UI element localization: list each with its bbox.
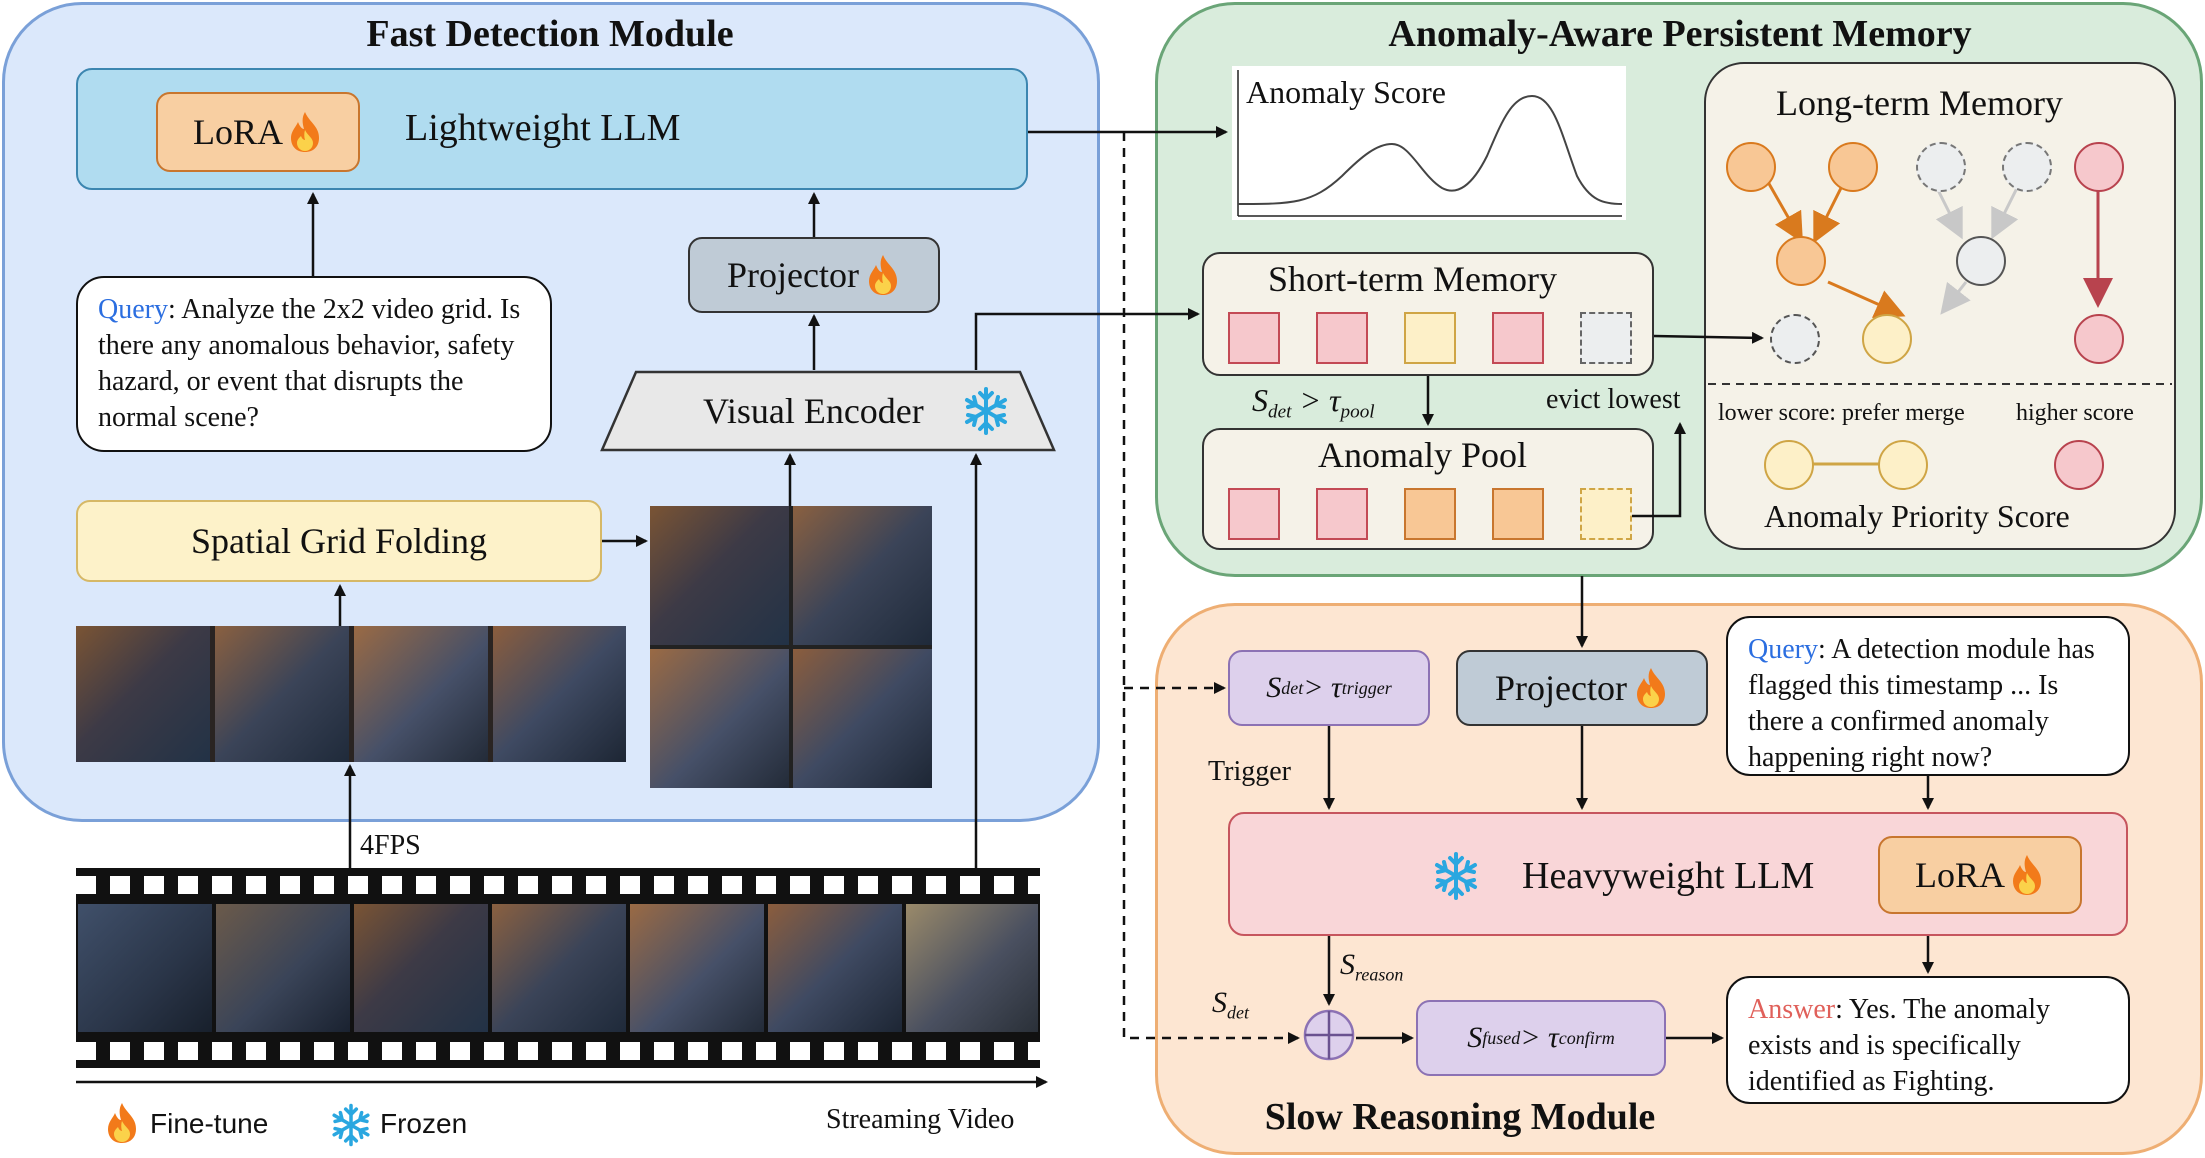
video-frame bbox=[354, 626, 488, 762]
trigger-label: Trigger bbox=[1208, 756, 1291, 787]
s-reason-label: Sreason bbox=[1340, 948, 1404, 985]
high-score-node bbox=[2054, 440, 2104, 490]
memory-slot bbox=[1492, 312, 1544, 364]
projector-label: Projector bbox=[727, 255, 859, 295]
lower-score-label: lower score: prefer merge bbox=[1718, 400, 1965, 426]
video-frame bbox=[906, 904, 1038, 1032]
projector-box-fast: Projector bbox=[688, 237, 940, 313]
snowflake-icon bbox=[1435, 852, 1477, 900]
low-score-node bbox=[1764, 440, 1814, 490]
film-sprocket-row bbox=[76, 1042, 1040, 1060]
memory-node bbox=[2074, 142, 2124, 192]
query-label: Query bbox=[1748, 634, 1818, 665]
memory-slot bbox=[1316, 312, 1368, 364]
memory-slot-empty bbox=[1580, 312, 1632, 364]
video-frame bbox=[650, 649, 789, 788]
fps-label: 4FPS bbox=[360, 830, 421, 861]
anomaly-score-curve bbox=[1237, 70, 1623, 217]
memory-node bbox=[1770, 314, 1820, 364]
memory-node bbox=[1862, 314, 1912, 364]
flame-icon bbox=[1636, 668, 1665, 708]
legend-finetune: Fine-tune bbox=[150, 1108, 269, 1139]
memory-node bbox=[1916, 142, 1966, 192]
answer-box: Answer: Yes. The anomaly exists and is s… bbox=[1726, 976, 2130, 1104]
slow-query-box: Query: A detection module has flagged th… bbox=[1726, 616, 2130, 776]
pool-condition: Sdet > τpool bbox=[1252, 382, 1375, 423]
folded-video-grid bbox=[650, 506, 932, 788]
video-frame bbox=[650, 506, 789, 645]
memory-node bbox=[1726, 142, 1776, 192]
evict-lowest-label: evict lowest bbox=[1546, 384, 1681, 415]
video-frame bbox=[76, 626, 210, 762]
memory-node bbox=[2074, 314, 2124, 364]
video-frame bbox=[215, 626, 349, 762]
fast-query-box: Query: Analyze the 2x2 video grid. Is th… bbox=[76, 276, 552, 452]
streaming-video-label: Streaming Video bbox=[826, 1104, 1015, 1135]
low-score-node bbox=[1878, 440, 1928, 490]
long-term-memory-label: Long-term Memory bbox=[1776, 83, 2063, 123]
memory-module-title: Anomaly-Aware Persistent Memory bbox=[1388, 13, 1972, 55]
lora-label: LoRA bbox=[193, 112, 283, 152]
anomaly-score-plot bbox=[1232, 66, 1626, 220]
fusion-plus-icon bbox=[1303, 1009, 1355, 1061]
flame-icon bbox=[108, 1103, 136, 1143]
higher-score-label: higher score bbox=[2016, 400, 2134, 426]
pool-slot-evict bbox=[1580, 488, 1632, 540]
pool-slot bbox=[1228, 488, 1280, 540]
video-frame bbox=[492, 904, 626, 1032]
frame-strip bbox=[76, 626, 626, 762]
answer-text: : Yes. The anomaly exists and is specifi… bbox=[1748, 994, 2051, 1097]
legend-frozen: Frozen bbox=[380, 1108, 468, 1139]
query-text: : Analyze the 2x2 video grid. Is there a… bbox=[98, 294, 521, 433]
answer-label: Answer bbox=[1748, 994, 1836, 1025]
projector-box-slow: Projector bbox=[1456, 650, 1708, 726]
pool-slot bbox=[1404, 488, 1456, 540]
memory-slot bbox=[1228, 312, 1280, 364]
projector-label: Projector bbox=[1495, 668, 1627, 708]
fast-module-title: Fast Detection Module bbox=[366, 13, 734, 55]
film-sprocket-row bbox=[76, 876, 1040, 894]
anomaly-priority-label: Anomaly Priority Score bbox=[1764, 498, 2070, 534]
flame-icon bbox=[291, 112, 319, 152]
memory-slot bbox=[1404, 312, 1456, 364]
memory-node bbox=[1776, 236, 1826, 286]
visual-encoder-label: Visual Encoder bbox=[703, 391, 924, 431]
s-det-label: Sdet bbox=[1212, 986, 1249, 1023]
query-label: Query bbox=[98, 294, 168, 325]
streaming-film-strip bbox=[76, 868, 1040, 1068]
video-frame bbox=[354, 904, 488, 1032]
video-frame bbox=[78, 904, 212, 1032]
query-text: : A detection module has flagged this ti… bbox=[1748, 634, 2095, 773]
video-frame bbox=[793, 649, 932, 788]
short-term-memory-label: Short-term Memory bbox=[1268, 259, 1557, 299]
spatial-grid-folding-box: Spatial Grid Folding bbox=[76, 500, 602, 582]
snowflake-icon bbox=[965, 387, 1007, 435]
memory-node bbox=[2002, 142, 2052, 192]
pool-slot bbox=[1492, 488, 1544, 540]
video-frame bbox=[630, 904, 764, 1032]
lora-box-fast: LoRA bbox=[156, 92, 360, 172]
lora-box-slow: LoRA bbox=[1878, 836, 2082, 914]
pool-slot bbox=[1316, 488, 1368, 540]
spatial-grid-folding-label: Spatial Grid Folding bbox=[191, 521, 487, 561]
lightweight-llm-label: Lightweight LLM bbox=[405, 107, 681, 149]
flame-icon bbox=[2013, 855, 2041, 895]
anomaly-score-label: Anomaly Score bbox=[1246, 74, 1446, 110]
memory-node bbox=[1828, 142, 1878, 192]
snowflake-icon bbox=[332, 1103, 370, 1147]
memory-node bbox=[1956, 236, 2006, 286]
lora-label: LoRA bbox=[1915, 855, 2005, 895]
video-frame bbox=[768, 904, 902, 1032]
visual-encoder-shape bbox=[600, 370, 1056, 452]
heavyweight-llm-label: Heavyweight LLM bbox=[1522, 855, 1815, 897]
flame-icon bbox=[868, 255, 897, 295]
video-frame bbox=[216, 904, 350, 1032]
video-frame bbox=[793, 506, 932, 645]
slow-module-title: Slow Reasoning Module bbox=[1264, 1096, 1656, 1138]
anomaly-pool-label: Anomaly Pool bbox=[1318, 435, 1528, 475]
video-frame bbox=[493, 626, 626, 762]
